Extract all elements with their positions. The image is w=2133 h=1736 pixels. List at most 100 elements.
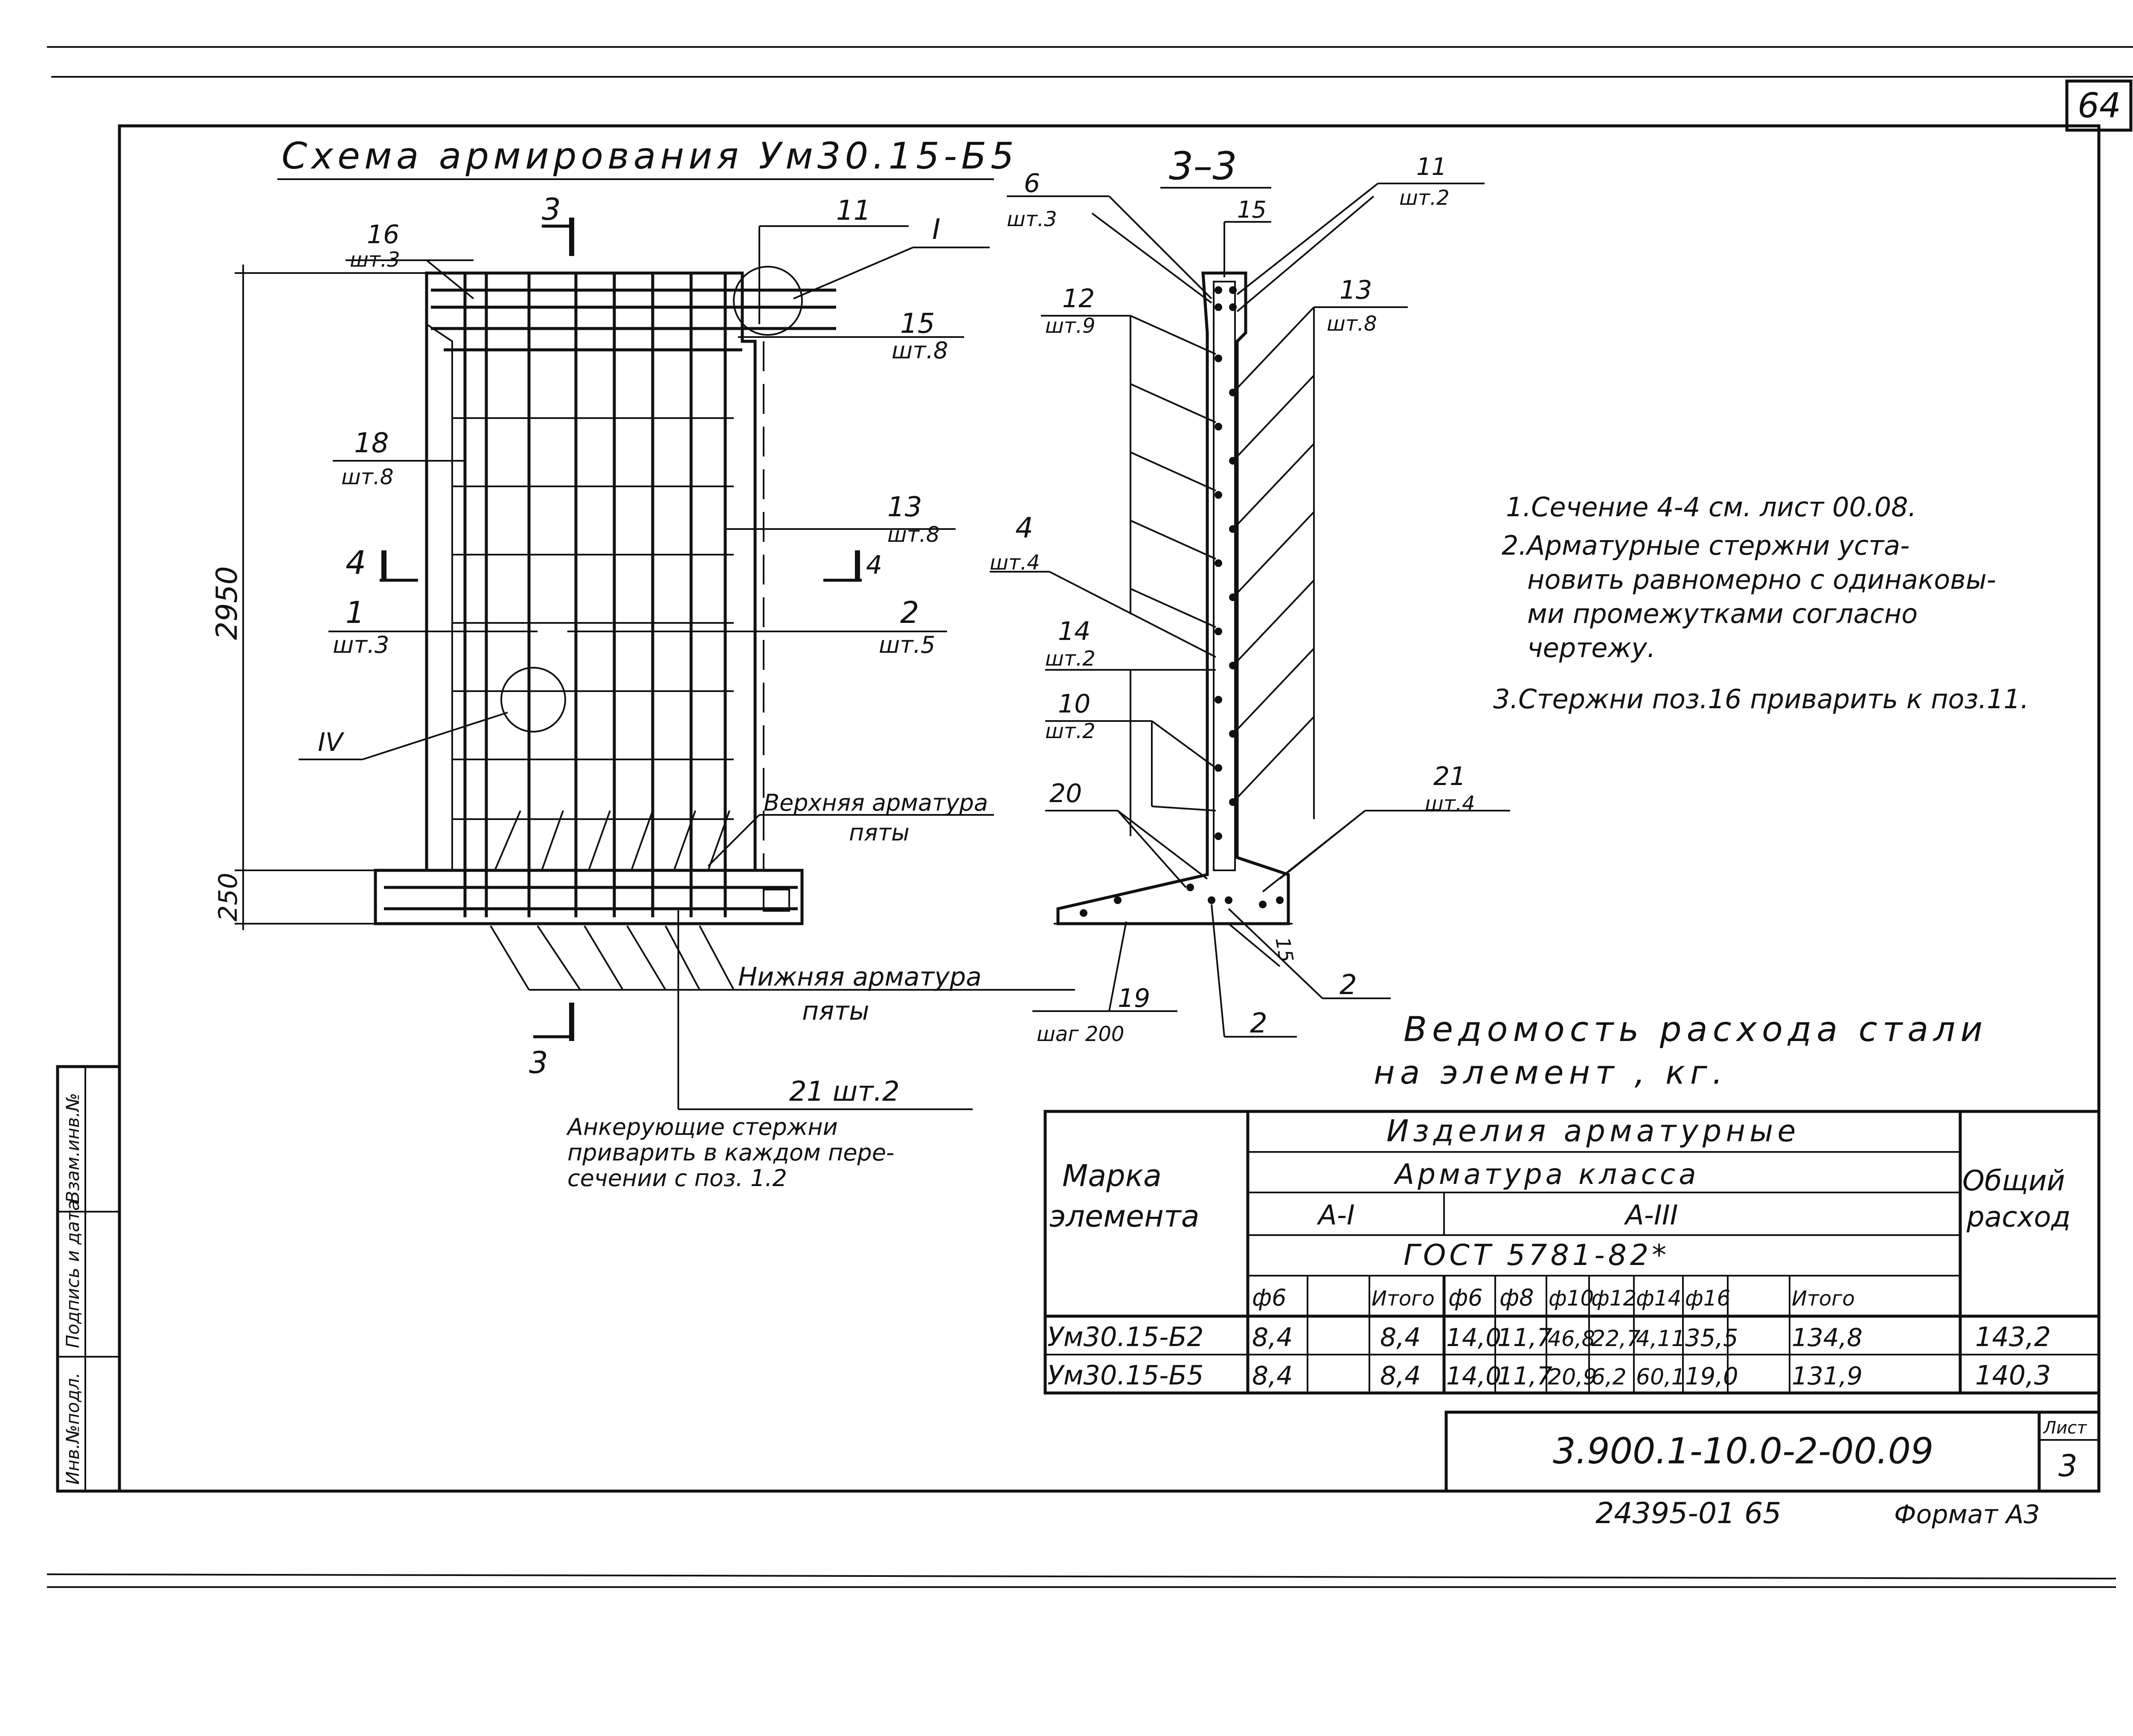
side-strip-sign: Подпись и дата	[62, 1200, 83, 1348]
products-header: Изделия арматурные	[1386, 1114, 1800, 1149]
svg-text:шт.2: шт.2	[1045, 647, 1096, 671]
side-strip: Инв.№подл. Подпись и дата Взам.инв.№	[56, 1065, 121, 1493]
svg-text:6: 6	[1024, 169, 1040, 198]
sec-callout-2b: 2	[1228, 908, 1391, 1001]
svg-text:10: 10	[1058, 689, 1090, 719]
svg-text:15: 15	[1237, 196, 1267, 223]
col-header-3: ф6	[1448, 1284, 1483, 1311]
scheme-view: Схема армирования Ум30.15-Б5	[210, 135, 1075, 1192]
svg-text:шт.4: шт.4	[990, 551, 1040, 575]
side-strip-replace: Взам.инв.№	[62, 1093, 83, 1203]
svg-text:15: 15	[1271, 936, 1298, 964]
col-header-4: ф8	[1499, 1284, 1534, 1311]
svg-text:2: 2	[1250, 1008, 1267, 1039]
svg-text:шт.9: шт.9	[1045, 314, 1096, 338]
svg-text:4: 4	[866, 550, 882, 580]
stamp-code: 3.900.1-10.0-2-00.09	[1553, 1430, 1934, 1472]
svg-text:13: 13	[1340, 275, 1372, 305]
sec-callout-11: 11 шт.2	[1236, 153, 1485, 312]
col-header-5: ф10	[1549, 1286, 1594, 1311]
svg-text:шт.8: шт.8	[887, 522, 940, 547]
side-strip-inv: Инв.№подл.	[62, 1373, 83, 1485]
svg-text:6,2: 6,2	[1591, 1364, 1627, 1390]
svg-text:шт.3: шт.3	[1007, 207, 1057, 231]
steel-table: Ведомость расхода стали на элемент , кг.…	[1043, 1009, 2101, 1395]
total-header-2: расход	[1966, 1201, 2071, 1233]
note-2: 2.Арматурные стержни уста-	[1502, 530, 1910, 561]
callout-15: 15 шт.8	[738, 308, 964, 364]
svg-text:шт.5: шт.5	[879, 631, 935, 658]
callout-13: 13 шт.8	[725, 491, 956, 547]
sheet-edges	[46, 46, 2133, 1588]
dim-2950: 2950	[210, 566, 244, 640]
svg-text:8,4: 8,4	[1252, 1323, 1293, 1352]
col-header-2: Итого	[1372, 1287, 1435, 1311]
callout-16: 16 шт.3	[346, 220, 474, 300]
sec-callout-15: 15	[1223, 196, 1271, 277]
svg-text:131,9: 131,9	[1792, 1361, 1863, 1390]
note-1: 1.Сечение 4-4 см. лист 00.08.	[1506, 491, 1916, 523]
scheme-title: Схема армирования Ум30.15-Б5	[282, 135, 1018, 177]
table-title-2: на элемент , кг.	[1374, 1053, 1728, 1091]
svg-text:сечении с поз. 1.2: сечении с поз. 1.2	[567, 1165, 787, 1192]
class-header: Арматура класса	[1393, 1158, 1700, 1191]
svg-text:18: 18	[354, 427, 389, 459]
svg-text:шт.3: шт.3	[333, 631, 389, 658]
class-a3: А-III	[1624, 1200, 1678, 1231]
col-header-6: ф12	[1591, 1286, 1636, 1311]
svg-text:шт.2: шт.2	[1045, 719, 1096, 743]
note-2b: новить равномерно с одинаковы-	[1527, 564, 1996, 595]
lower-heel-label: Нижняя арматура пяты	[490, 925, 1075, 1026]
horizontal-bars	[384, 288, 836, 910]
sheet-number-box: 64	[2065, 79, 2133, 132]
svg-text:22,7: 22,7	[1591, 1326, 1641, 1352]
callout-18: 18 шт.8	[333, 427, 465, 489]
col-header-0: ф6	[1252, 1284, 1287, 1311]
svg-text:8,4: 8,4	[1380, 1361, 1421, 1391]
anchor-note: 21 шт.2 Анкерующие стержни приварить в к…	[566, 909, 973, 1192]
svg-text:60,1: 60,1	[1636, 1364, 1685, 1390]
notes: 1.Сечение 4-4 см. лист 00.08. 2.Арматурн…	[1493, 491, 2029, 715]
svg-text:4,11: 4,11	[1636, 1326, 1685, 1352]
svg-text:11: 11	[836, 195, 871, 227]
section-mark-4-right: 4	[823, 550, 882, 582]
svg-text:19: 19	[1118, 983, 1150, 1013]
svg-text:пяты: пяты	[802, 996, 869, 1026]
svg-text:3: 3	[529, 1045, 548, 1080]
footer-format: Формат А3	[1894, 1500, 2040, 1530]
table-row: Ум30.15-Б2 8,4 8,4 14,0 11,7 46,8 22,7 4…	[1047, 1321, 2051, 1352]
callout-1: 1 шт.3	[328, 595, 538, 658]
callout-11: 11	[758, 195, 909, 324]
row-total: 140,3	[1975, 1360, 2051, 1391]
svg-text:20: 20	[1049, 779, 1082, 808]
row-total: 143,2	[1975, 1321, 2051, 1352]
svg-text:2: 2	[1340, 969, 1357, 1001]
col-header-7: ф14	[1636, 1286, 1681, 1311]
note-2d: чертежу.	[1527, 632, 1656, 663]
svg-text:шт.4: шт.4	[1425, 792, 1475, 816]
note-2c: ми промежутками согласно	[1527, 598, 1918, 629]
dim-250: 250	[213, 872, 243, 922]
svg-text:20,9: 20,9	[1548, 1364, 1597, 1390]
svg-text:Нижняя арматура: Нижняя арматура	[738, 962, 982, 992]
section-mark-3-bottom: 3	[529, 1003, 574, 1080]
detail-I-label: I	[932, 213, 940, 246]
svg-text:шт.2: шт.2	[1399, 186, 1450, 210]
section-33-view: 3–3	[990, 144, 1510, 1046]
row-mark: Ум30.15-Б2	[1047, 1321, 1203, 1352]
svg-text:21 шт.2: 21 шт.2	[789, 1076, 900, 1108]
svg-text:16: 16	[367, 220, 399, 250]
svg-text:4: 4	[346, 544, 366, 582]
svg-text:шт.8: шт.8	[341, 465, 394, 489]
vertical-bars	[463, 273, 727, 917]
mark-header-2: элемента	[1049, 1199, 1200, 1234]
dimensions: 2950 250	[210, 265, 427, 930]
class-a1: А-I	[1316, 1200, 1355, 1231]
svg-text:15: 15	[900, 308, 935, 340]
svg-text:пяты: пяты	[849, 819, 910, 846]
svg-text:11,7: 11,7	[1497, 1323, 1552, 1352]
sec-callout-10: 10 шт.2	[1045, 689, 1217, 811]
gost-header: ГОСТ 5781-82*	[1404, 1239, 1670, 1272]
sec-dim-15: 15	[1228, 923, 1298, 967]
